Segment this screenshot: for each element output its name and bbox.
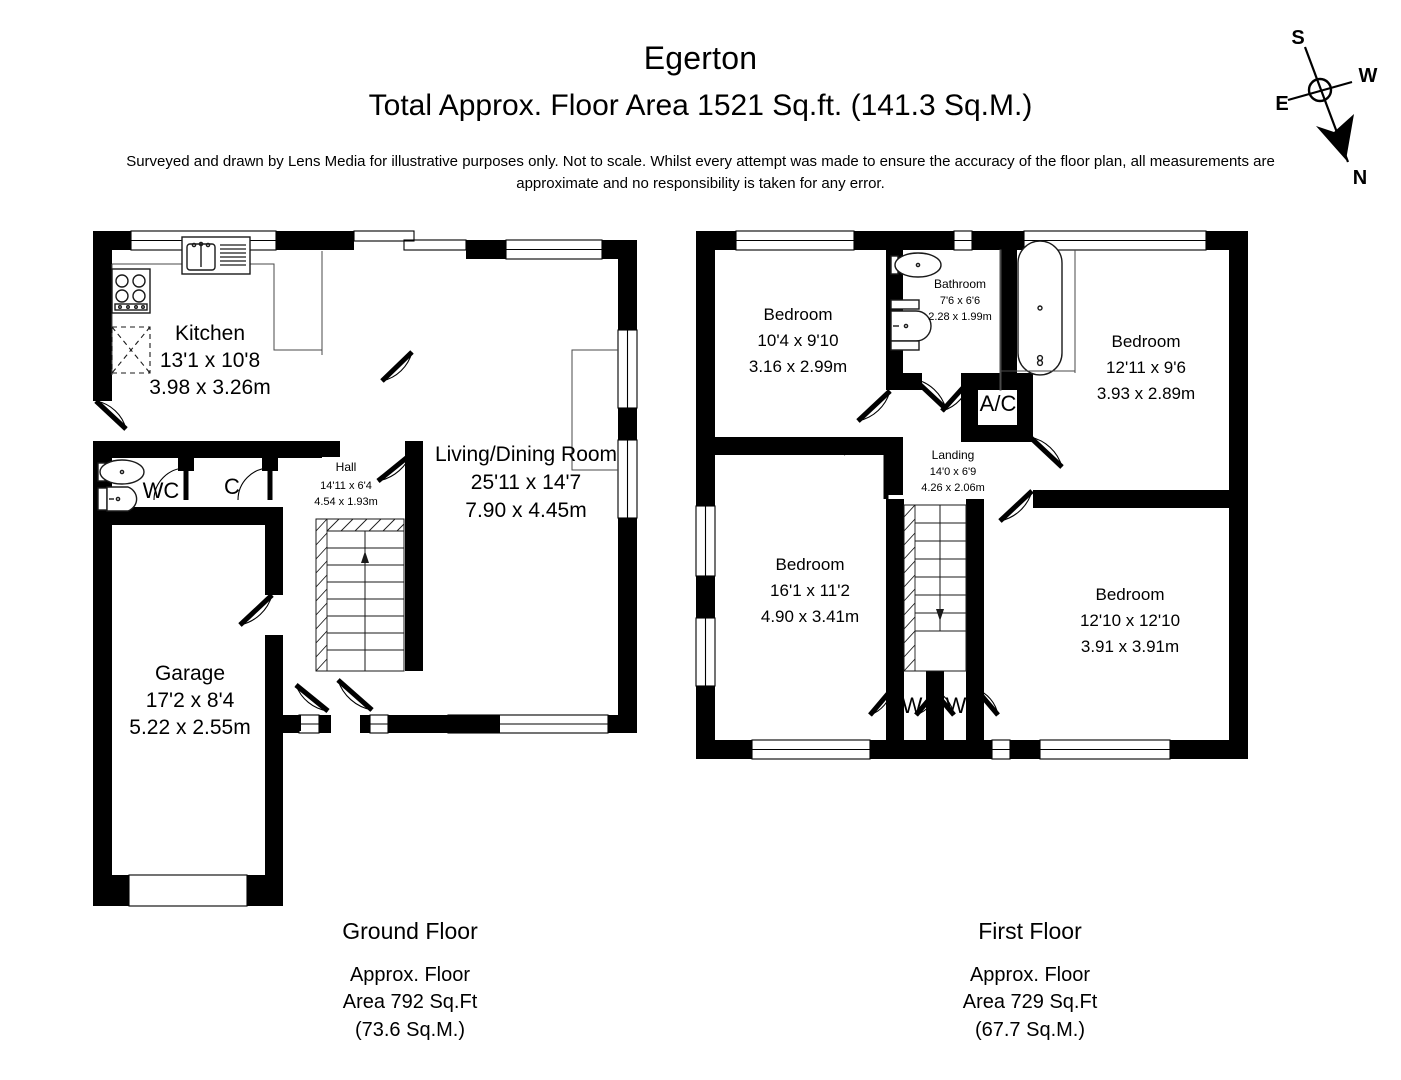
door-hall-living bbox=[376, 449, 417, 483]
ground-floor-caption-line-1: Approx. Floor bbox=[349, 963, 471, 986]
wc-fittings bbox=[97, 459, 145, 512]
basin-icon bbox=[106, 486, 138, 512]
compass-rose-icon: S W E N bbox=[1275, 27, 1378, 189]
room-label-bedroom3-metric: 4.90 x 3.41m bbox=[761, 607, 859, 626]
compass-label-south: S bbox=[1291, 27, 1304, 49]
ground-floor-caption-body: Approx. Floor Area 792 Sq.Ft (73.6 Sq.M.… bbox=[260, 962, 560, 1045]
room-label-bedroom4-name: Bedroom bbox=[1096, 585, 1165, 604]
room-label-bedroom4-imperial: 12'10 x 12'10 bbox=[1080, 611, 1180, 630]
first-floor-plan: Bedroom 10'4 x 9'10 3.16 x 2.99m Bedroom… bbox=[695, 230, 1248, 760]
door-kitchen-hall bbox=[380, 350, 414, 383]
bathroom-fittings bbox=[890, 240, 1076, 391]
basin-back-icon bbox=[890, 299, 920, 310]
room-label-living-imperial: 25'11 x 14'7 bbox=[471, 471, 581, 494]
room-label-hall-name: Hall bbox=[336, 460, 357, 474]
room-label-kitchen-name: Kitchen bbox=[175, 322, 245, 345]
room-label-bathroom-metric: 2.28 x 1.99m bbox=[928, 311, 992, 323]
ground-floor-doors bbox=[94, 350, 417, 713]
door-bathroom bbox=[912, 377, 948, 411]
ground-floor-caption: Ground Floor Approx. Floor Area 792 Sq.F… bbox=[260, 918, 560, 1044]
first-floor-caption: First Floor Approx. Floor Area 729 Sq.Ft… bbox=[880, 918, 1180, 1044]
room-label-wc: WC bbox=[143, 478, 180, 503]
door-wardrobe-left-a bbox=[868, 687, 894, 717]
door-airing-cupboard bbox=[940, 378, 972, 413]
compass-label-east: E bbox=[1275, 93, 1288, 115]
door-kitchen-exterior bbox=[94, 399, 128, 431]
door-wardrobe-right-a bbox=[914, 687, 940, 717]
ground-floor-caption-line-3: (73.6 Sq.M.) bbox=[354, 1018, 466, 1041]
room-label-kitchen-metric: 3.98 x 3.26m bbox=[149, 376, 270, 399]
sink-unit-icon bbox=[181, 236, 251, 275]
title-block: Egerton Total Approx. Floor Area 1521 Sq… bbox=[0, 0, 1401, 195]
door-garage-internal bbox=[238, 593, 274, 627]
disclaimer-line-1: Surveyed and drawn by Lens Media for ill… bbox=[126, 153, 1127, 171]
door-bedroom-front-right bbox=[1028, 435, 1064, 469]
room-label-hall-imperial: 14'11 x 6'4 bbox=[320, 480, 372, 492]
disclaimer: Surveyed and drawn by Lens Media for ill… bbox=[0, 151, 1401, 195]
room-label-bedroom4-metric: 3.91 x 3.91m bbox=[1081, 637, 1179, 656]
staircase-up bbox=[315, 518, 405, 672]
first-floor-caption-line-2: Area 729 Sq.Ft bbox=[962, 991, 1098, 1014]
room-label-bedroom1-metric: 3.16 x 2.99m bbox=[749, 357, 847, 376]
door-side-porch bbox=[294, 683, 330, 713]
staircase-down bbox=[903, 504, 967, 672]
first-floor-caption-line-3: (67.7 Sq.M.) bbox=[974, 1018, 1086, 1041]
room-label-wardrobe-left: W bbox=[902, 693, 923, 718]
room-label-hall-metric: 4.54 x 1.93m bbox=[314, 496, 378, 508]
room-label-living-metric: 7.90 x 4.45m bbox=[465, 499, 586, 522]
ground-floor-caption-line-2: Area 792 Sq.Ft bbox=[342, 991, 478, 1014]
door-bedroom-rear-right bbox=[998, 489, 1034, 523]
room-label-living-name: Living/Dining Room bbox=[435, 443, 617, 466]
toilet-pan-icon bbox=[99, 459, 145, 485]
ground-floor-labels: Kitchen 13'1 x 10'8 3.98 x 3.26m Living/… bbox=[129, 322, 617, 739]
room-label-garage-name: Garage bbox=[155, 662, 225, 685]
first-floor-caption-body: Approx. Floor Area 729 Sq.Ft (67.7 Sq.M.… bbox=[880, 962, 1180, 1045]
room-label-bedroom2-imperial: 12'11 x 9'6 bbox=[1106, 358, 1186, 377]
bathtub-icon bbox=[1017, 240, 1063, 376]
room-label-landing-imperial: 14'0 x 6'9 bbox=[930, 466, 976, 478]
room-label-landing-metric: 4.26 x 2.06m bbox=[921, 482, 985, 494]
room-label-bedroom2-metric: 3.93 x 2.89m bbox=[1097, 384, 1195, 403]
room-label-bedroom2-name: Bedroom bbox=[1112, 332, 1181, 351]
ground-floor-caption-title: Ground Floor bbox=[342, 918, 478, 944]
room-label-bedroom3-name: Bedroom bbox=[776, 555, 845, 574]
room-label-bathroom-name: Bathroom bbox=[934, 277, 986, 291]
disclaimer-line-2: all measurements are approximate and no … bbox=[516, 153, 1275, 193]
ground-floor-plan: Kitchen 13'1 x 10'8 3.98 x 3.26m Living/… bbox=[93, 230, 638, 907]
compass-label-west: W bbox=[1359, 65, 1378, 87]
first-floor-labels: Bedroom 10'4 x 9'10 3.16 x 2.99m Bedroom… bbox=[749, 277, 1195, 718]
first-floor-doors bbox=[843, 377, 1064, 717]
room-label-wardrobe-right: W bbox=[946, 693, 967, 718]
basin-back-icon bbox=[97, 487, 108, 511]
ground-floor-walls bbox=[93, 230, 638, 907]
page-title: Egerton bbox=[643, 40, 758, 76]
first-floor-walls bbox=[695, 230, 1248, 760]
toilet-pan-icon bbox=[894, 252, 942, 278]
door-front-entrance bbox=[336, 678, 374, 712]
first-floor-caption-title: First Floor bbox=[978, 918, 1082, 944]
compass-label-north: N bbox=[1353, 167, 1367, 189]
door-wardrobe-right-b bbox=[974, 687, 1000, 717]
room-label-bedroom1-imperial: 10'4 x 9'10 bbox=[757, 331, 838, 350]
room-label-kitchen-imperial: 13'1 x 10'8 bbox=[160, 349, 260, 372]
total-floor-area: Total Approx. Floor Area 1521 Sq.ft. (14… bbox=[368, 88, 1033, 122]
room-label-bedroom1-name: Bedroom bbox=[764, 305, 833, 324]
room-label-bathroom-imperial: 7'6 x 6'6 bbox=[940, 295, 980, 307]
door-bedroom-front-left bbox=[856, 389, 892, 423]
room-label-garage-metric: 5.22 x 2.55m bbox=[129, 716, 250, 739]
room-label-garage-imperial: 17'2 x 8'4 bbox=[146, 689, 235, 712]
room-label-bedroom3-imperial: 16'1 x 11'2 bbox=[770, 581, 850, 600]
room-label-cupboard: C bbox=[224, 474, 240, 499]
room-label-airing-cupboard: A/C bbox=[980, 391, 1017, 416]
room-label-landing-name: Landing bbox=[932, 448, 975, 462]
kitchen-fittings bbox=[111, 236, 323, 375]
first-floor-caption-line-1: Approx. Floor bbox=[969, 963, 1091, 986]
